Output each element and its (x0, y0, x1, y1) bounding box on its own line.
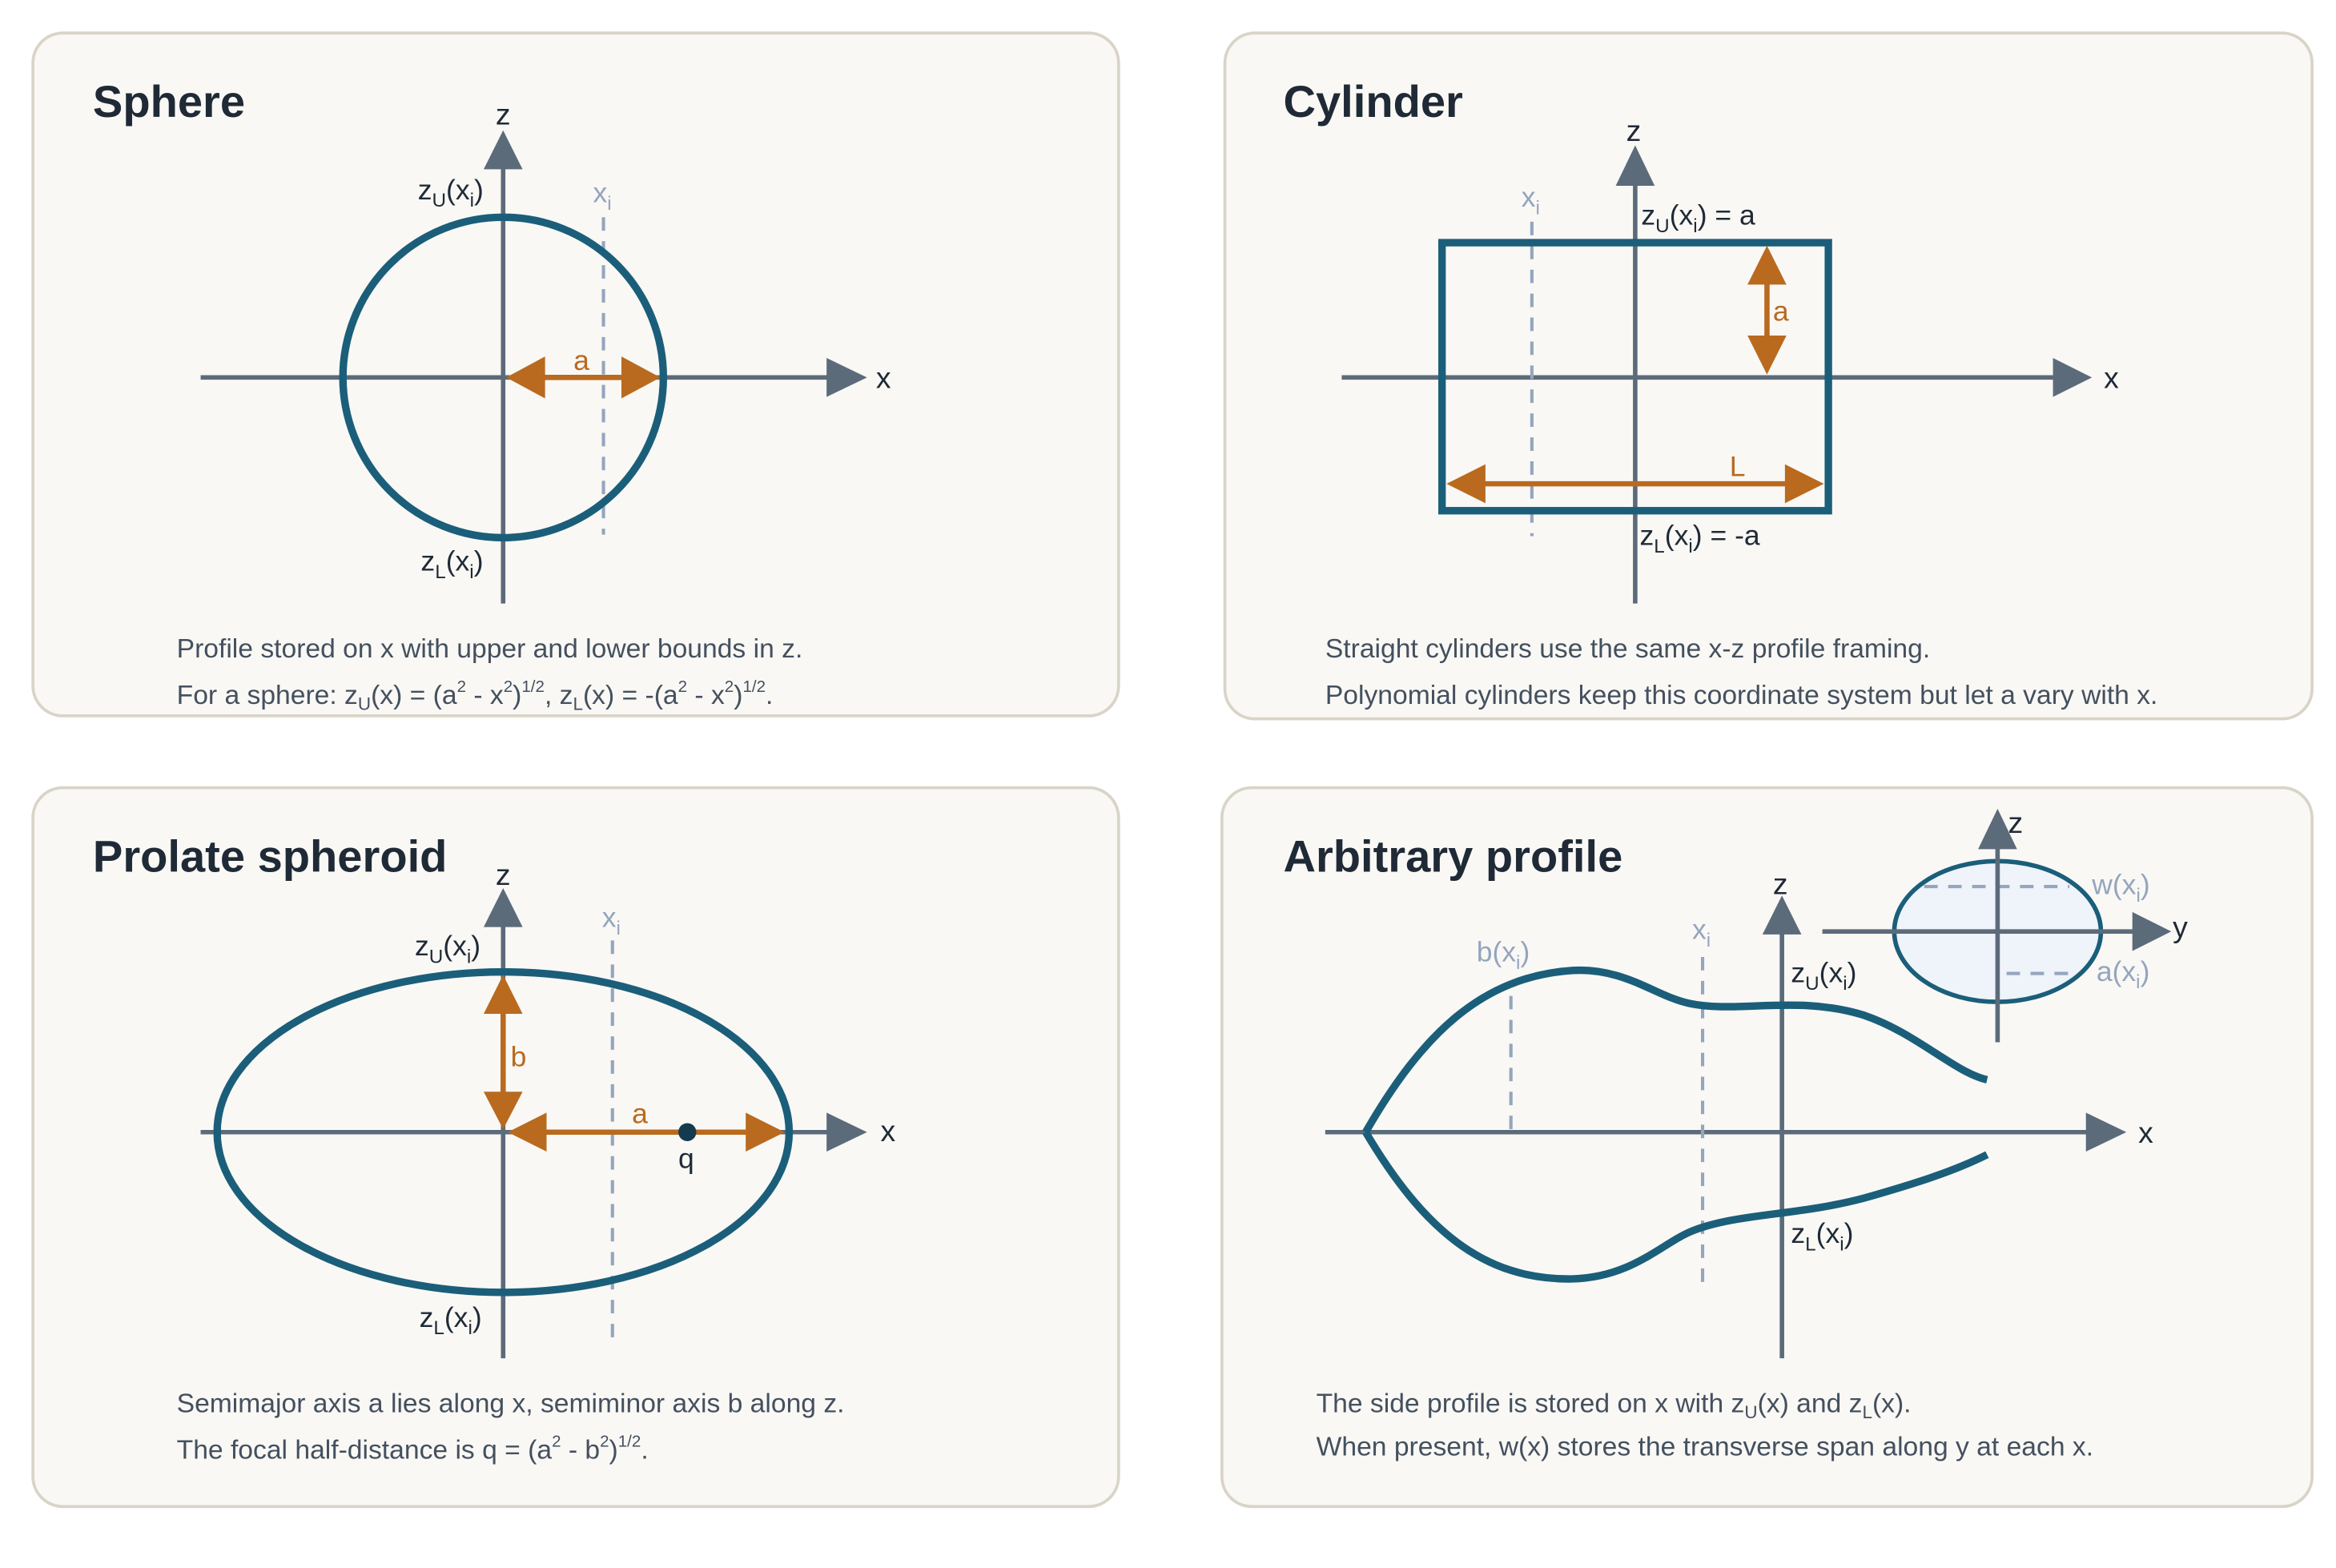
panel-title: Prolate spheroid (93, 830, 448, 881)
upper-bound-label: zU(xi) (1791, 957, 1856, 995)
caption-line-1: Semimajor axis a lies along x, semiminor… (177, 1389, 845, 1418)
x-axis-label: x (2104, 360, 2119, 394)
focus-point (678, 1123, 697, 1141)
sphere-profile (339, 213, 668, 542)
panel-arbitrary-profile: Arbitrary profile x z b(xi) xi zU(xi) zL… (1220, 786, 2314, 1509)
radius-label: a (573, 344, 589, 376)
arrow-down-icon (1747, 335, 1787, 375)
inset-z-axis-label: z (2008, 806, 2023, 839)
cylinder-profile (1438, 239, 1832, 515)
focus-label: q (678, 1143, 694, 1175)
upper-bound-label: zU(xi) = a (1641, 199, 1755, 237)
z-axis-label: z (1626, 114, 1642, 147)
lower-bound-label: zL(xi) = -a (1640, 520, 1760, 557)
y-axis-arrow-icon (2132, 911, 2172, 951)
inset-z-axis-arrow-icon (1978, 808, 2017, 850)
arrow-up-icon (483, 975, 523, 1015)
card-prolate-spheroid (31, 786, 1120, 1509)
lower-bound-label: zL(xi) (420, 1301, 482, 1339)
length-label: L (1730, 451, 1746, 483)
caption-line-2: The focal half-distance is q = (a2 - b2)… (177, 1432, 649, 1465)
b-label: b(xi) (1477, 936, 1530, 974)
caption-line-2: Polynomial cylinders keep this coordinat… (1325, 681, 2158, 710)
panel-title: Cylinder (1283, 76, 1462, 127)
arrow-left-icon (506, 356, 545, 399)
caption-line-1: Profile stored on x with upper and lower… (177, 634, 803, 664)
semiminor-label: b (511, 1040, 527, 1072)
panel-title: Sphere (93, 76, 245, 127)
y-axis-label: y (2173, 911, 2188, 944)
arrow-right-icon (746, 1112, 785, 1152)
z-axis-arrow-icon (1762, 895, 1802, 935)
semimajor-label: a (632, 1098, 648, 1130)
caption-line-2: For a sphere: zU(x) = (a2 - x2)1/2, zL(x… (177, 677, 774, 714)
panel-sphere: Sphere x z xi a zU(xi) zL(xi) Profile st… (31, 31, 1120, 718)
z-axis-label: z (1773, 866, 1788, 900)
w-label: w(xi) (2091, 868, 2149, 906)
z-axis-arrow-icon (483, 130, 523, 170)
arrow-right-icon (1784, 464, 1824, 504)
x-axis-arrow-icon (826, 358, 867, 397)
card-sphere (31, 31, 1120, 718)
caption-line-1: Straight cylinders use the same x-z prof… (1325, 634, 1930, 664)
z-axis-label: z (496, 858, 511, 891)
lower-bound-label: zL(xi) (420, 545, 483, 583)
arrow-left-icon (507, 1112, 547, 1152)
upper-bound-label: zU(xi) (415, 930, 480, 967)
station-label: xi (1522, 181, 1540, 219)
z-axis-label: z (496, 97, 511, 131)
station-label: xi (593, 177, 611, 215)
x-axis-arrow-icon (826, 1112, 867, 1152)
lower-bound-label: zL(xi) (1791, 1217, 1853, 1255)
upper-bound-label: zU(xi) (418, 174, 484, 211)
z-axis-arrow-icon (483, 887, 523, 927)
panel-title: Arbitrary profile (1283, 830, 1622, 881)
caption-line-2: When present, w(x) stores the transverse… (1317, 1433, 2093, 1462)
x-axis-label: x (876, 360, 891, 394)
panel-prolate-spheroid: Prolate spheroid x z xi b a q zU(xi) zL(… (31, 786, 1120, 1509)
arrow-right-icon (621, 356, 661, 399)
radius-label: a (1773, 295, 1789, 327)
x-axis-arrow-icon (2053, 358, 2093, 397)
panel-cylinder: Cylinder x z xi a L zU(xi) = a zL(xi) = … (1223, 31, 2314, 721)
cross-section-inset: y z w(xi) a(xi) (1822, 806, 2188, 1043)
upper-profile-curve (1362, 966, 1988, 1135)
lower-profile-curve (1362, 1130, 1989, 1283)
arrow-up-icon (1747, 245, 1787, 285)
x-axis-label: x (880, 1114, 895, 1148)
a-label: a(xi) (2097, 955, 2150, 993)
station-label: xi (1692, 914, 1711, 951)
arrow-down-icon (483, 1092, 523, 1130)
caption-line-1: The side profile is stored on x with zU(… (1317, 1389, 1912, 1421)
station-label: xi (602, 902, 621, 939)
z-axis-arrow-icon (1615, 145, 1655, 186)
prolate-profile (213, 967, 794, 1297)
x-axis-label: x (2138, 1116, 2153, 1149)
x-axis-arrow-icon (2085, 1112, 2127, 1152)
arrow-left-icon (1446, 464, 1486, 504)
